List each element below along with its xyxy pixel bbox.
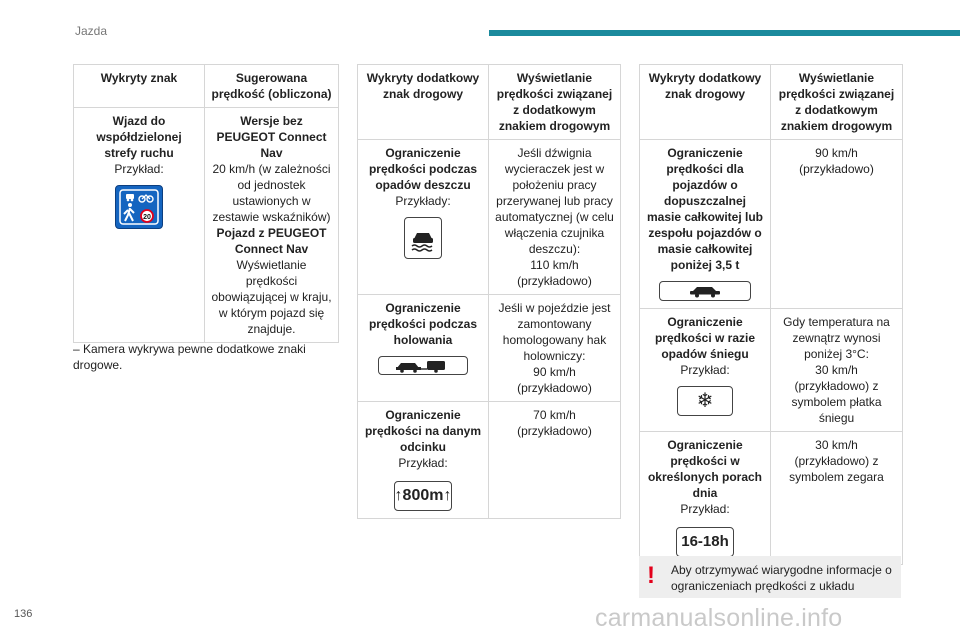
table1-speed-cell: Wersje bez PEUGEOT Connect Nav 20 km/h (… [204,107,339,343]
rain-limit-text: Jeśli dźwignia wycieraczek jest w położe… [495,146,614,256]
towing-limit-cell: Ograniczenie prędkości podczas holowania [357,294,489,402]
distance-limit-text: 70 km/h (przykładowo) [517,408,592,438]
snow-limit-value: 30 km/h (przykładowo) z symbolem płatka … [791,363,882,425]
time-limit-title: Ograniczenie prędkości w określonych por… [647,438,763,500]
table2-header-col2: Wyświetlanie prędkości związanej z dodat… [488,64,621,140]
rain-limit-speed-cell: Jeśli dźwignia wycieraczek jest w położe… [488,139,621,295]
warning-text: Aby otrzymywać wiarygodne informacje o o… [671,563,892,593]
time-sign-icon: 16-18h [676,527,734,557]
watermark: carmanualsonline.info [595,604,843,632]
section-title: Jazda [75,24,108,38]
table1-header-col2: Sugerowana prędkość (obliczona) [204,64,339,108]
time-limit-text: 30 km/h (przykładowo) z symbolem zegara [789,438,884,484]
table3-header-col2: Wyświetlanie prędkości związanej z dodat… [770,64,903,140]
snow-limit-example-label: Przykład: [680,363,730,377]
camera-note: – Kamera wykrywa pewne dodatkowe znaki d… [73,342,306,372]
time-limit-cell: Ograniczenie prędkości w określonych por… [639,431,771,565]
snow-limit-text: Gdy temperatura na zewnątrz wynosi poniż… [783,315,890,361]
rain-car-sign-icon [404,217,442,259]
table3-header-col1: Wykryty dodatkowy znak drogowy [639,64,771,140]
rain-limit-cell: Ograniczenie prędkości podczas opadów de… [357,139,489,295]
table-additional-signs-2: Wykryty dodatkowy znak drogowy Wyświetla… [639,64,903,565]
speed-badge-text: 20 [143,214,151,221]
towing-limit-value: 90 km/h (przykładowo) [517,365,592,395]
snowflake-icon: ❄ [677,386,733,416]
time-limit-example-label: Przykład: [680,502,730,516]
page-number: 136 [14,608,33,620]
weight-limit-cell: Ograniczenie prędkości dla pojazdów o do… [639,139,771,309]
exclamation-icon: ! [647,562,655,589]
distance-sign-text: 800m [402,487,444,504]
distance-limit-title: Ograniczenie prędkości na danym odcinku [364,408,482,454]
version-without-nav-title: Wersje bez PEUGEOT Connect Nav [216,114,327,160]
version-with-nav-title: Pojazd z PEUGEOT Connect Nav [216,226,327,256]
rain-limit-example-label: Przykłady: [395,194,451,208]
snow-limit-title: Ograniczenie prędkości w razie opadów śn… [654,315,756,361]
towing-limit-text: Jeśli w pojeździe jest zamontowany homol… [498,301,611,363]
weight-limit-speed-cell: 90 km/h (przykładowo) [770,139,903,309]
shared-zone-title: Wjazd do współdzielonej strefy ruchu [96,114,182,160]
towing-limit-title: Ograniczenie prędkości podczas holowania [368,301,478,347]
time-sign-text: 16-18h [681,533,729,550]
table1-sign-cell: Wjazd do współdzielonej strefy ruchu Prz… [73,107,205,343]
distance-limit-example-label: Przykład: [398,456,448,470]
warning-box: ! Aby otrzymywać wiarygodne informacje o… [639,556,901,598]
table-additional-signs-1: Wykryty dodatkowy znak drogowy Wyświetla… [357,64,621,519]
car-sign-icon [659,281,751,301]
table1-header-col1: Wykryty znak [73,64,205,108]
version-with-nav-text: Wyświetlanie prędkości obowiązującej w k… [211,258,332,336]
rain-limit-value: 110 km/h (przykładowo) [517,258,592,288]
example-label: Przykład: [114,162,164,176]
shared-zone-sign-icon: 20 [115,185,163,229]
table2-header-col1: Wykryty dodatkowy znak drogowy [357,64,489,140]
weight-limit-text: 90 km/h (przykładowo) [799,146,874,176]
time-limit-speed-cell: 30 km/h (przykładowo) z symbolem zegara [770,431,903,565]
snow-limit-cell: Ograniczenie prędkości w razie opadów śn… [639,308,771,432]
table-detected-sign: Wykryty znak Sugerowana prędkość (oblicz… [73,64,339,343]
version-without-nav-text: 20 km/h (w zależności od jednostek ustaw… [212,162,331,224]
distance-limit-cell: Ograniczenie prędkości na danym odcinku … [357,401,489,519]
snow-limit-speed-cell: Gdy temperatura na zewnątrz wynosi poniż… [770,308,903,432]
weight-limit-title: Ograniczenie prędkości dla pojazdów o do… [646,146,764,272]
towing-limit-speed-cell: Jeśli w pojeździe jest zamontowany homol… [488,294,621,402]
car-trailer-sign-icon [378,356,468,375]
distance-limit-speed-cell: 70 km/h (przykładowo) [488,401,621,519]
distance-sign-icon: ↑800m↑ [394,481,452,511]
header-accent-bar [489,30,960,36]
rain-limit-title: Ograniczenie prędkości podczas opadów de… [368,146,478,192]
